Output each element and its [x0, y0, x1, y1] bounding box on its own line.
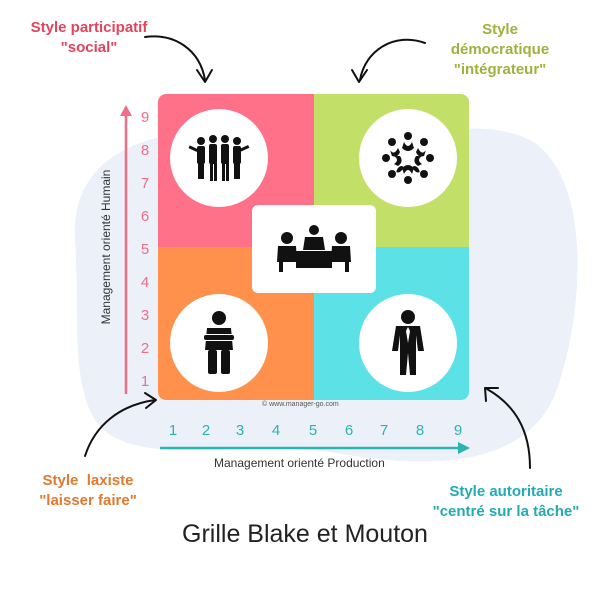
- arrow-autoritaire: [486, 388, 531, 469]
- label-democratique: Style démocratique "intégrateur": [430, 20, 570, 80]
- arrow-laxiste: [84, 399, 156, 457]
- y-axis-arrow: [120, 105, 132, 394]
- label-participatif-line2: "social": [60, 39, 118, 56]
- x-axis-title: Management orienté Production: [214, 456, 385, 470]
- arrow-participatif: [144, 35, 206, 81]
- y-tick: 7: [140, 175, 150, 192]
- label-laxiste: Style laxiste "laisser faire": [18, 471, 158, 511]
- x-tick: 3: [235, 422, 245, 439]
- label-participatif-line1: Style participatif: [30, 19, 148, 36]
- meeting-table-icon: [277, 225, 351, 272]
- label-autoritaire-line2: "centré sur la tâche": [432, 503, 580, 520]
- y-tick: 5: [140, 241, 150, 258]
- x-axis-arrow: [160, 442, 470, 454]
- arrow-democratique: [359, 38, 426, 81]
- label-autoritaire-line1: Style autoritaire: [449, 483, 563, 500]
- x-tick: 2: [201, 422, 211, 439]
- y-tick: 3: [140, 307, 150, 324]
- label-democratique-line1: Style: [482, 21, 518, 38]
- x-tick: 4: [271, 422, 281, 439]
- label-democratique-line2: démocratique: [450, 41, 550, 58]
- label-laxiste-line1: Style laxiste: [42, 472, 134, 489]
- label-laxiste-line2: "laisser faire": [39, 492, 137, 509]
- autoritaire-circle: [359, 294, 457, 392]
- x-tick: 7: [379, 422, 389, 439]
- team-circle: [170, 109, 268, 207]
- y-tick: 8: [140, 142, 150, 159]
- meeting-box: [252, 205, 376, 293]
- label-autoritaire: Style autoritaire "centré sur la tâche": [412, 482, 600, 522]
- x-tick: 5: [308, 422, 318, 439]
- x-tick: 1: [168, 422, 178, 439]
- laxiste-circle: [170, 294, 268, 392]
- x-tick: 6: [344, 422, 354, 439]
- page-title: Grille Blake et Mouton: [182, 520, 428, 548]
- label-participatif: Style participatif "social": [6, 18, 172, 58]
- y-tick: 6: [140, 208, 150, 225]
- businessman-icon: [392, 310, 424, 375]
- label-democratique-line3: "intégrateur": [453, 61, 547, 78]
- network-circle-icon: [382, 132, 434, 184]
- y-tick: 4: [140, 274, 150, 291]
- crossed-arms-person-icon: [203, 311, 235, 374]
- y-tick: 9: [140, 109, 150, 126]
- team-group-icon: [188, 135, 250, 181]
- x-tick: 8: [415, 422, 425, 439]
- y-tick: 2: [140, 340, 150, 357]
- y-tick: 1: [140, 373, 150, 390]
- y-axis-title: Management orienté Humain: [99, 169, 113, 325]
- credit-text: © www.manager-go.com: [262, 401, 339, 408]
- network-circle: [359, 109, 457, 207]
- x-tick: 9: [453, 422, 463, 439]
